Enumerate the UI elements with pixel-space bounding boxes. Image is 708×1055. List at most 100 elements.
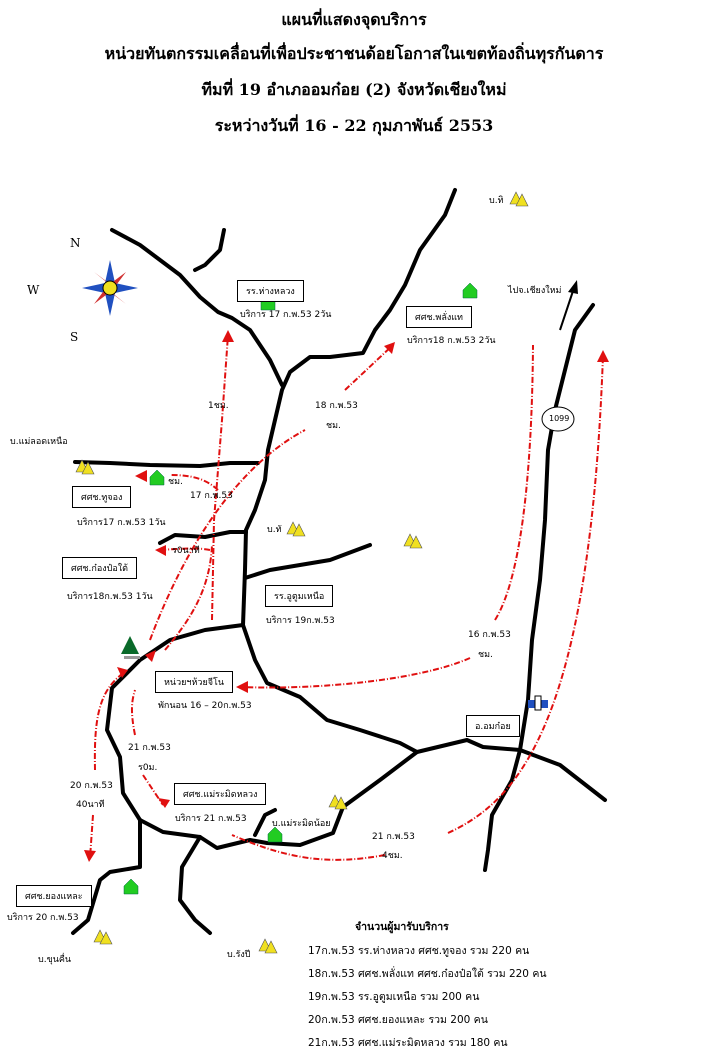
route-5 [239,657,471,689]
site-service: พักนอน 16 – 20ก.พ.53 [158,701,252,711]
route-8b [231,834,386,861]
route-label: 21 ก.พ.53 [128,743,171,753]
route-6 [131,689,136,736]
road-north [241,188,457,627]
compass-w: W [27,283,40,297]
compass-rose-icon [82,260,138,316]
route-label: 16 ก.พ.53 [468,630,511,640]
road-kong-po [158,530,248,545]
team-line: ทีมที่ 19 อำเภออมก๋อย (2) จังหวัดเชียงให… [201,80,507,99]
road-northwest [110,228,284,387]
village-icon [403,533,423,549]
site-service: บริการ18 ก.พ.53 2วัน [407,336,496,346]
road-utum [243,543,372,580]
compass-s: S [70,330,79,344]
arrowhead [236,681,248,693]
site-service: บริการ 21 ก.พ.53 [175,814,247,824]
route-label: 40นาที [76,800,105,810]
site-box: รร.ห่างหลวง [237,280,304,302]
house-icon [123,878,139,895]
tree-icon [121,636,140,659]
road-branch-nw [193,228,226,272]
route-label: ร0ม. [138,763,158,773]
place-ban-thi: บ.ทิ [489,196,504,206]
route-label: 17 ก.พ.53 [190,491,233,501]
date-range: ระหว่างวันที่ 16 - 22 กุมภาพันธ์ 2553 [214,116,494,135]
route-3 [169,474,219,491]
north-arrowhead [568,280,578,294]
road-loop-north [241,623,419,754]
route-2b [344,344,394,391]
arrowhead [158,798,170,808]
routes [89,334,604,861]
place-mae-ramit-noi: บ.แม่ระมิดน้อย [272,819,331,829]
arrowhead [84,850,96,862]
place-omkoi: อ.อมก๋อย [466,715,520,737]
village-icon [509,191,529,207]
highway-shield [541,406,575,432]
road-south [178,835,212,935]
site-service: บริการ 19ก.พ.53 [266,616,335,626]
house-icon [149,469,165,486]
road-highway-1099 [483,303,595,872]
site-box: ศศช.ยองแหละ [16,885,92,907]
route-label: 20 ก.พ.53 [70,781,113,791]
road-loop [105,623,607,850]
house-icon [462,282,478,299]
legend-title: จำนวนผู้มารับบริการ [355,921,449,933]
highway-number: 1099 [549,414,570,423]
route-label: ร0นาที [172,546,200,556]
village-icon [286,521,306,537]
route-label: 18 ก.พ.53 [315,401,358,411]
route-label: 21 ก.พ.53 [372,832,415,842]
route-label: ชม. [478,650,493,660]
house-icon [267,826,283,843]
route-label: 4ชม. [382,851,403,861]
arrowhead [155,545,166,556]
roads [71,188,607,935]
place-mae-lot-nuea: บ.แม่ลอดเหนือ [10,437,68,447]
place-rang-pi: บ.รังปี [227,950,251,960]
site-service: บริการ 17 ก.พ.53 2วัน [240,310,332,320]
village-icon [258,938,278,954]
place-to-chiangmai: ไปจ.เชียงใหม่ [508,286,562,296]
village-icon [93,929,113,945]
village-icon [328,794,348,810]
site-box: ศศช.ก๋องป๋อใต้ [62,557,138,579]
route-label: 1ชม. [208,401,229,411]
legend-row: 19ก.พ.53 รร.อูตูมเหนือ รวม 200 คน [308,991,480,1003]
route-8 [447,354,604,834]
site-service: บริการ17 ก.พ.53 1วัน [77,518,166,528]
site-box: รร.อูตูมเหนือ [265,585,334,607]
road-south-west [71,818,142,935]
site-box: ศศช.ทูจอง [72,486,132,508]
site-box: ศศช.แม่ระมิดหลวง [174,783,267,805]
route-4 [159,547,211,551]
legend-row: 17ก.พ.53 รร.ห่างหลวง ศศช.ทูจอง รวม 220 ค… [308,945,530,957]
route-arrowheads [84,330,609,862]
site-service: บริการ 20 ก.พ.53 [7,913,79,923]
road-mae-lot [73,460,260,468]
route-7 [93,671,126,771]
route-1 [211,334,229,621]
site-service: บริการ18ก.พ.53 1วัน [67,592,153,602]
arrowhead [117,667,128,678]
legend-row: 18ก.พ.53 ศศช.พลั่งแท ศศช.ก๋องป๋อใต้ รวม … [308,968,547,980]
arrowhead [145,650,156,662]
route-4b [164,544,213,651]
site-box: หน่วยฯห้วยจีโน [155,671,233,693]
place-ban-tha: บ.ทั [267,525,282,535]
hospital-icon [528,695,548,711]
arrowhead [222,330,234,342]
compass-n: N [70,236,81,250]
arrowhead [597,350,609,362]
map-subtitle: หน่วยทันตกรรมเคลื่อนที่เพื่อประชาชนด้อยโ… [104,44,604,63]
village-icon [75,459,95,475]
place-khun-khun: บ.ขุนคื่น [38,955,72,965]
road-small [253,808,277,837]
route-label: ชม. [326,421,341,431]
arrowhead [135,470,147,482]
route-label: ชม. [168,477,183,487]
site-box: ศศช.พลั่งแท [406,306,472,328]
